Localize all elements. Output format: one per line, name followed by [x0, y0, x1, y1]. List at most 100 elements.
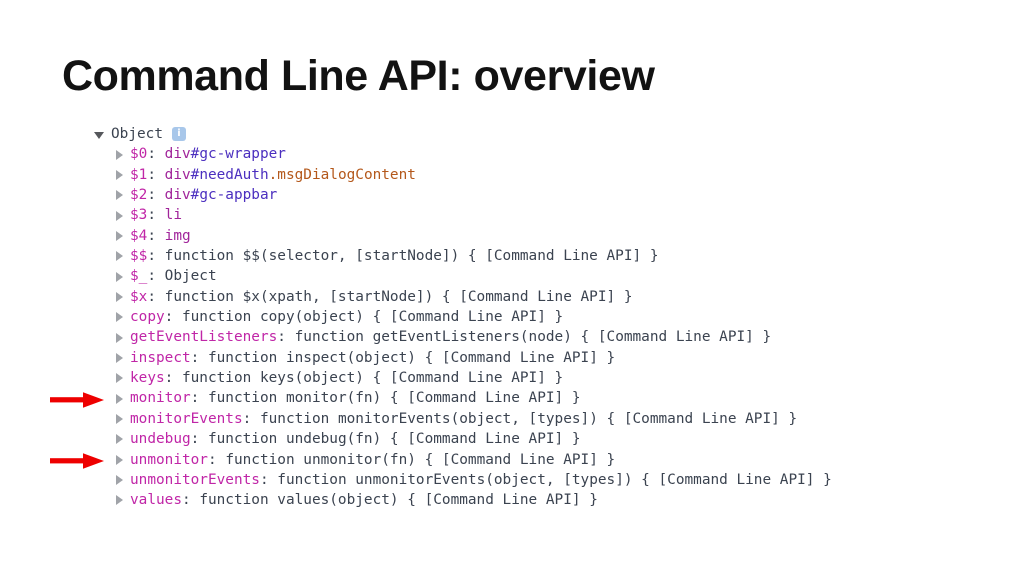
- console-property-name: $$: [130, 248, 148, 265]
- console-property-value: function monitorEvents(object, [types]) …: [259, 410, 798, 427]
- console-property-value: function keys(object) { [Command Line AP…: [181, 370, 564, 387]
- console-property-value: :: [190, 349, 208, 366]
- console-property-name: monitor: [130, 390, 191, 407]
- console-property-row[interactable]: $0: div#gc-wrapper: [94, 144, 832, 164]
- console-property-row[interactable]: $4: img: [94, 226, 832, 246]
- page-title: Command Line API: overview: [62, 52, 655, 100]
- chevron-down-icon[interactable]: [94, 131, 104, 139]
- chevron-right-icon[interactable]: [116, 332, 123, 343]
- console-property-value: :: [164, 309, 182, 326]
- console-property-value: :: [164, 370, 182, 387]
- console-property-value: :: [181, 492, 200, 509]
- console-property-value: :: [147, 227, 165, 244]
- chevron-right-icon[interactable]: [116, 393, 123, 404]
- console-property-name: unmonitor: [130, 451, 208, 468]
- chevron-right-icon[interactable]: [116, 169, 123, 180]
- console-property-name: getEventListeners: [130, 329, 278, 346]
- console-property-value: :: [259, 471, 278, 488]
- chevron-right-icon[interactable]: [116, 475, 123, 486]
- console-property-name: $2: [130, 187, 148, 204]
- console-property-name: inspect: [130, 349, 191, 366]
- console-property-name: $1: [130, 166, 148, 183]
- console-property-name: keys: [130, 370, 165, 387]
- console-property-value: function values(object) { [Command Line …: [199, 492, 598, 509]
- console-property-row[interactable]: copy: function copy(object) { [Command L…: [94, 307, 832, 327]
- console-property-row[interactable]: unmonitorEvents: function unmonitorEvent…: [94, 470, 832, 490]
- console-property-value: div: [164, 146, 191, 163]
- console-property-name: $4: [130, 227, 148, 244]
- console-property-value: :: [242, 410, 260, 427]
- console-property-value: .msgDialogContent: [268, 166, 416, 183]
- console-property-value: function inspect(object) { [Command Line…: [207, 349, 616, 366]
- console-property-row[interactable]: $_: Object: [94, 266, 832, 286]
- console-rows: $0: div#gc-wrapper$1: div#needAuth.msgDi…: [94, 144, 832, 510]
- console-property-value: img: [164, 227, 191, 244]
- console-property-value: :: [147, 187, 165, 204]
- console-property-row[interactable]: $x: function $x(xpath, [startNode]) { [C…: [94, 287, 832, 307]
- info-icon[interactable]: i: [171, 127, 186, 142]
- console-property-value: function undebug(fn) { [Command Line API…: [207, 431, 581, 448]
- console-property-value: #gc-wrapper: [190, 146, 286, 163]
- chevron-right-icon[interactable]: [116, 352, 123, 363]
- chevron-right-icon[interactable]: [116, 495, 123, 506]
- chevron-right-icon[interactable]: [116, 210, 123, 221]
- console-property-name: undebug: [130, 431, 191, 448]
- console-property-value: function unmonitor(fn) { [Command Line A…: [225, 451, 616, 468]
- console-property-value: :: [147, 166, 165, 183]
- console-property-value: function getEventListeners(node) { [Comm…: [294, 329, 772, 346]
- console-property-value: :: [190, 431, 208, 448]
- console-property-row[interactable]: $$: function $$(selector, [startNode]) {…: [94, 246, 832, 266]
- console-property-row[interactable]: unmonitor: function unmonitor(fn) { [Com…: [94, 450, 832, 470]
- console-property-value: #gc-appbar: [190, 187, 278, 204]
- chevron-right-icon[interactable]: [116, 190, 123, 201]
- console-property-name: $3: [130, 207, 148, 224]
- console-property-value: div: [164, 187, 191, 204]
- chevron-right-icon[interactable]: [116, 454, 123, 465]
- console-property-value: div: [164, 166, 191, 183]
- console-property-name: monitorEvents: [130, 410, 243, 427]
- console-property-row[interactable]: $2: div#gc-appbar: [94, 185, 832, 205]
- console-property-value: :: [147, 146, 165, 163]
- console-property-value: function $x(xpath, [startNode]) { [Comma…: [164, 288, 633, 305]
- console-property-row[interactable]: inspect: function inspect(object) { [Com…: [94, 348, 832, 368]
- console-property-value: :: [147, 207, 165, 224]
- console-property-value: Object: [164, 268, 217, 285]
- console-property-row[interactable]: $1: div#needAuth.msgDialogContent: [94, 165, 832, 185]
- console-property-value: function $$(selector, [startNode]) { [Co…: [164, 248, 659, 265]
- console-property-row[interactable]: $3: li: [94, 205, 832, 225]
- chevron-right-icon[interactable]: [116, 413, 123, 424]
- console-property-row[interactable]: getEventListeners: function getEventList…: [94, 327, 832, 347]
- console-property-value: li: [164, 207, 182, 224]
- console-property-name: copy: [130, 309, 165, 326]
- chevron-right-icon[interactable]: [116, 434, 123, 445]
- console-property-row[interactable]: monitor: function monitor(fn) { [Command…: [94, 388, 832, 408]
- console-property-value: :: [147, 288, 165, 305]
- console-property-name: values: [130, 492, 182, 509]
- console-property-value: :: [147, 268, 165, 285]
- console-property-row[interactable]: monitorEvents: function monitorEvents(ob…: [94, 409, 832, 429]
- console-property-value: function unmonitorEvents(object, [types]…: [277, 471, 832, 488]
- console-root-row[interactable]: Object i: [94, 124, 832, 144]
- devtools-console-output: Object i $0: div#gc-wrapper$1: div#needA…: [94, 124, 832, 511]
- chevron-right-icon[interactable]: [116, 149, 123, 160]
- console-property-value: function copy(object) { [Command Line AP…: [181, 309, 564, 326]
- console-property-name: $0: [130, 146, 148, 163]
- console-property-name: $x: [130, 288, 148, 305]
- chevron-right-icon[interactable]: [116, 312, 123, 323]
- console-property-row[interactable]: keys: function keys(object) { [Command L…: [94, 368, 832, 388]
- console-property-row[interactable]: undebug: function undebug(fn) { [Command…: [94, 429, 832, 449]
- chevron-right-icon[interactable]: [116, 271, 123, 282]
- console-root-label: Object: [111, 126, 163, 142]
- chevron-right-icon[interactable]: [116, 373, 123, 384]
- chevron-right-icon[interactable]: [116, 291, 123, 302]
- chevron-right-icon[interactable]: [116, 230, 123, 241]
- console-property-value: :: [277, 329, 295, 346]
- console-property-value: :: [207, 451, 226, 468]
- console-property-row[interactable]: values: function values(object) { [Comma…: [94, 490, 832, 510]
- console-property-name: unmonitorEvents: [130, 471, 260, 488]
- console-property-value: :: [147, 248, 165, 265]
- console-property-value: :: [190, 390, 208, 407]
- chevron-right-icon[interactable]: [116, 251, 123, 262]
- console-property-value: function monitor(fn) { [Command Line API…: [207, 390, 581, 407]
